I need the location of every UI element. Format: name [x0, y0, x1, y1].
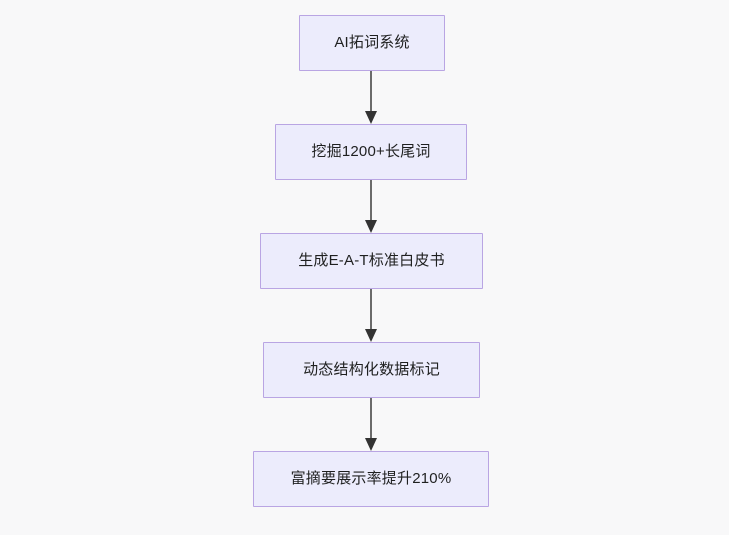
flow-node-mine-longtail-keywords[interactable]: 挖掘1200+长尾词	[275, 124, 467, 180]
flow-node-rich-snippet-rate-increase[interactable]: 富摘要展示率提升210%	[253, 451, 489, 507]
edge-n1-to-n2	[351, 71, 391, 124]
flow-node-ai-keyword-system[interactable]: AI拓词系统	[299, 15, 445, 71]
edge-n2-to-n3	[351, 180, 391, 233]
flow-node-label: 动态结构化数据标记	[303, 361, 440, 378]
flow-node-label: 富摘要展示率提升210%	[290, 470, 452, 487]
flow-node-label: AI拓词系统	[334, 34, 410, 51]
flow-node-dynamic-structured-data-markup[interactable]: 动态结构化数据标记	[263, 342, 480, 398]
flow-node-label: 挖掘1200+长尾词	[311, 143, 431, 160]
flow-node-generate-eat-whitepaper[interactable]: 生成E-A-T标准白皮书	[260, 233, 483, 289]
edge-n4-to-n5	[351, 398, 391, 451]
flow-node-label: 生成E-A-T标准白皮书	[298, 252, 445, 269]
edge-n3-to-n4	[351, 289, 391, 342]
